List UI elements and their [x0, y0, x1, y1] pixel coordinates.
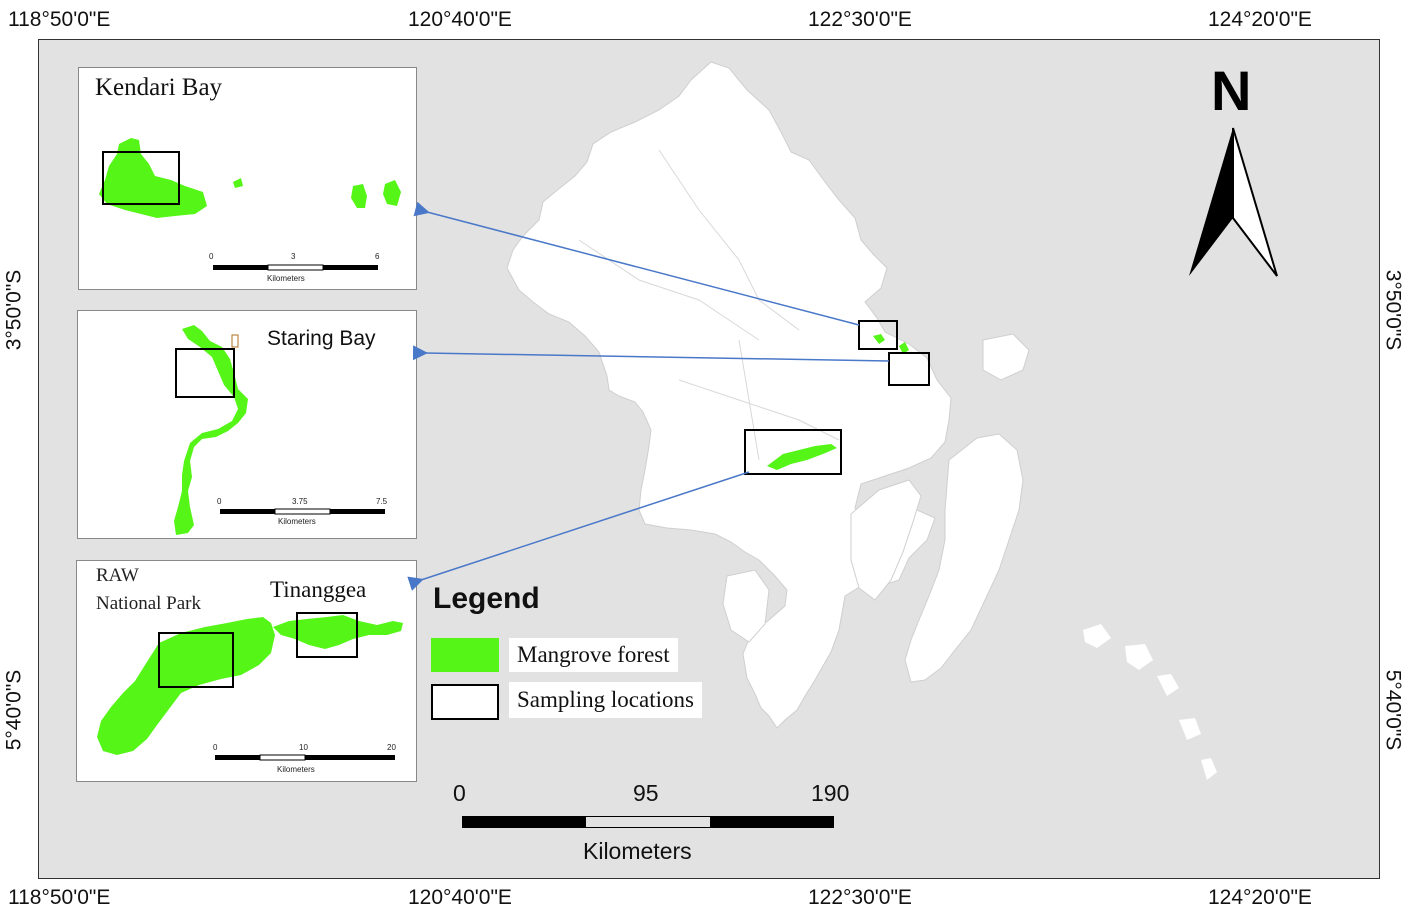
- inset-staring-scalebar-right: [330, 509, 385, 514]
- coord-top-1: 118°50'0"E: [8, 8, 111, 31]
- island-small-1: [1083, 624, 1111, 648]
- coord-bottom-2: 120°40'0"E: [408, 886, 512, 909]
- inset-kendari-mangrove-4: [383, 180, 401, 206]
- inset-kendari-title: Kendari Bay: [95, 74, 223, 101]
- inset-raw-scalebar-mid: [259, 754, 306, 761]
- coord-bottom-1: 118°50'0"E: [8, 886, 111, 909]
- inset-kendari-tick-0: 0: [209, 252, 214, 261]
- sampling-box-raw: [158, 632, 234, 688]
- inset-raw-tick-0: 0: [213, 743, 218, 752]
- mangrove-main-staring: [899, 342, 909, 354]
- scale-tick-95: 95: [633, 780, 659, 806]
- north-arrow-icon: [1189, 127, 1278, 277]
- inset-raw-scalebar-left: [215, 755, 260, 760]
- island-muna: [850, 479, 922, 601]
- sampling-box-main-kendari: [858, 320, 898, 350]
- inset-staring-title: Staring Bay: [263, 327, 380, 351]
- inset-kendari-tick-1: 3: [291, 252, 296, 261]
- legend-swatch-mangrove: [431, 638, 499, 672]
- inset-raw-map: [97, 612, 403, 761]
- coord-right-2: 5°40'0"S: [1381, 669, 1405, 751]
- scale-tick-0: 0: [453, 780, 466, 806]
- sampling-box-staring: [175, 348, 235, 398]
- inset-kendari-scalebar-right: [323, 265, 378, 270]
- inset-kendari-scalebar-left: [213, 265, 268, 270]
- inset-staring-scalebar-mid: [274, 508, 331, 515]
- island-small-5: [1201, 758, 1217, 780]
- sampling-box-tinanggea: [296, 612, 358, 658]
- inset-kendari-bay: Kendari Bay 0 3 6 Kilometers: [78, 67, 417, 290]
- inset-kendari-map: [99, 138, 401, 271]
- inset-kendari-mangrove-3: [351, 184, 367, 208]
- sampling-box-main-tinanggea: [744, 429, 842, 475]
- coord-left-1: 3°50'0"S: [2, 269, 26, 351]
- coord-right-1: 3°50'0"S: [1381, 269, 1405, 351]
- scale-segment-3: [710, 816, 834, 828]
- inset-staring-mangrove: [174, 325, 248, 535]
- legend-label-sampling: Sampling locations: [509, 682, 702, 718]
- map-frame: N Kendari Bay 0 3 6 Kilometers Staring B…: [38, 39, 1380, 879]
- inset-tinanggea-title: Tinanggea: [270, 577, 367, 602]
- coord-top-4: 124°20'0"E: [1208, 8, 1312, 31]
- island-small-4: [1179, 718, 1201, 740]
- main-scale-bar: 0 95 190 Kilometers: [439, 776, 859, 872]
- coord-top-3: 122°30'0"E: [808, 8, 912, 31]
- inset-staring-scale-unit: Kilometers: [278, 517, 316, 526]
- inset-raw-title-line1: RAW: [96, 565, 139, 586]
- inset-staring-mini-box: [231, 334, 239, 348]
- island-buton: [904, 433, 1024, 683]
- inset-kendari-scalebar-mid: [267, 264, 324, 271]
- inset-kendari-mangrove-main: [99, 138, 207, 218]
- inset-kendari-scale-unit: Kilometers: [267, 274, 305, 283]
- legend-title: Legend: [433, 582, 540, 615]
- mangrove-main-tinanggea: [767, 444, 837, 470]
- island-small-3: [1157, 674, 1179, 696]
- scale-segment-1: [462, 816, 586, 828]
- legend: Legend Mangrove forest Sampling location…: [427, 578, 747, 728]
- scale-tick-190: 190: [811, 780, 850, 806]
- inset-staring-scalebar-left: [220, 509, 275, 514]
- inset-raw-tick-2: 20: [387, 743, 396, 752]
- inset-staring-tick-0: 0: [217, 497, 222, 506]
- inset-raw-tick-1: 10: [299, 743, 308, 752]
- coord-bottom-4: 124°20'0"E: [1208, 886, 1312, 909]
- inset-raw-scalebar-right: [305, 755, 395, 760]
- inset-staring-bay: Staring Bay 0 3.75 7.5 Kilometers: [77, 310, 417, 539]
- island-small-2: [1125, 644, 1153, 670]
- island-kabaena: [722, 569, 770, 643]
- coord-left-2: 5°40'0"S: [2, 669, 26, 751]
- inset-raw-title-line2: National Park: [96, 593, 202, 614]
- inset-raw-scale-unit: Kilometers: [277, 765, 315, 774]
- inset-kendari-tick-2: 6: [375, 252, 380, 261]
- inset-raw-tinanggea: RAW National Park Tinanggea 0 10 20 Kilo…: [76, 560, 417, 782]
- coord-top-2: 120°40'0"E: [408, 8, 512, 31]
- mangrove-main-kendari: [873, 334, 885, 344]
- north-label: N: [1211, 59, 1252, 122]
- island-wawonii: [982, 333, 1030, 381]
- sampling-box-kendari: [102, 151, 180, 205]
- legend-label-mangrove: Mangrove forest: [509, 638, 678, 672]
- inset-staring-tick-2: 7.5: [376, 497, 388, 506]
- scale-segment-2: [586, 816, 710, 828]
- inset-kendari-mangrove-2: [233, 178, 243, 188]
- inset-staring-tick-1: 3.75: [292, 497, 308, 506]
- inset-raw-mangrove-east: [273, 615, 403, 649]
- scale-unit-label: Kilometers: [583, 838, 692, 864]
- legend-swatch-sampling: [431, 684, 499, 720]
- sampling-box-main-staring: [888, 352, 930, 386]
- coord-bottom-3: 122°30'0"E: [808, 886, 912, 909]
- inset-staring-map: [174, 325, 385, 535]
